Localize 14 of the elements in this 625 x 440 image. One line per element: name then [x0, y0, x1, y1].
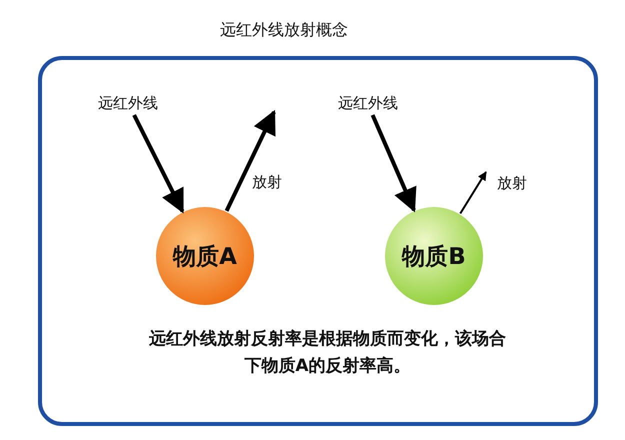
- substance-sphere: [385, 207, 483, 305]
- substance-label: 物质B: [400, 243, 467, 272]
- diagram-title: 远红外线放射概念: [220, 20, 348, 41]
- caption: 远红外线放射反射率是根据物质而变化，该场合下物质A的反射率高。: [148, 328, 507, 378]
- ray-arrow: [224, 110, 276, 212]
- substance-sphere: [156, 207, 254, 305]
- ray-arrow: [459, 171, 487, 214]
- edge-label: 放射: [252, 173, 282, 192]
- ray-label: 远红外线: [333, 92, 403, 114]
- ray-arrow: [132, 114, 184, 214]
- edge-label: 放射: [497, 174, 527, 193]
- ray-arrow: [370, 114, 416, 212]
- substance-label: 物质A: [172, 243, 238, 272]
- ray-label: 远红外线: [93, 92, 163, 114]
